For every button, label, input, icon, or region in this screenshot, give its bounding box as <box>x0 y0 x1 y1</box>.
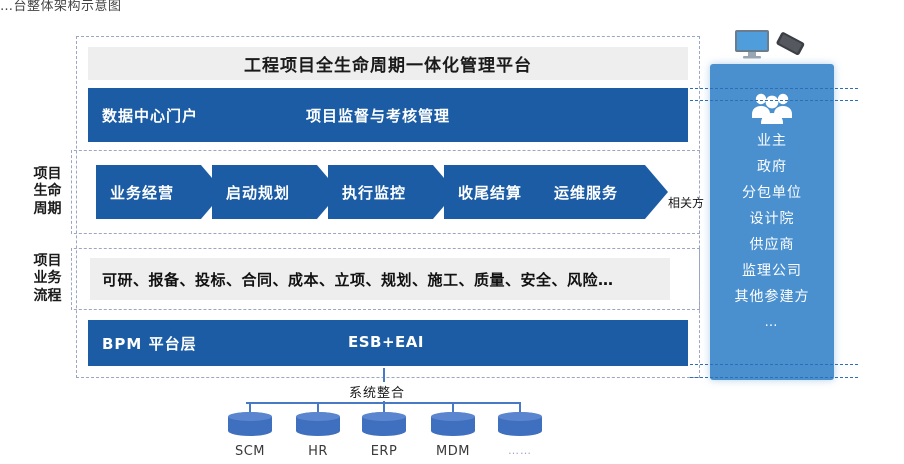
database-cylinder-icon <box>498 412 542 436</box>
lifecycle-stage-3-label: 执行监控 <box>342 183 407 202</box>
process-label-line-3: 流程 <box>33 287 62 304</box>
bpm-platform-bar: BPM 平台层 ESB+EAI <box>88 320 688 366</box>
panel-dash-line-bottom-1 <box>690 364 858 365</box>
lifecycle-label-line-2: 生命 <box>33 183 62 200</box>
database-cylinder-icon <box>431 412 475 436</box>
business-process-items-text: 可研、报备、投标、合同、成本、立项、规划、施工、质量、安全、风险… <box>102 270 614 289</box>
database-scm[interactable]: SCM <box>222 402 278 459</box>
lifecycle-stage-list: 业务经营 启动规划 执行监控 收尾结算 运维服务 <box>96 165 668 219</box>
database-erp-label: ERP <box>370 444 398 459</box>
bpm-mid-label: ESB+EAI <box>348 333 424 351</box>
stakeholder-item-4[interactable]: 设计院 <box>749 211 795 227</box>
lifecycle-label-line-1: 项目 <box>33 165 62 182</box>
monitor-and-phone-icons <box>735 30 805 59</box>
bpm-left-label: BPM 平台层 <box>102 335 197 353</box>
lifecycle-stage-2[interactable]: 启动规划 <box>212 165 340 219</box>
database-mdm[interactable]: MDM <box>425 402 481 459</box>
stakeholder-item-6[interactable]: 监理公司 <box>742 263 802 279</box>
database-cylinder-icon <box>228 412 272 436</box>
stakeholder-item-1[interactable]: 业主 <box>757 133 787 149</box>
device-icons <box>733 28 813 60</box>
stakeholder-item-3[interactable]: 分包单位 <box>742 185 802 201</box>
database-mdm-label: MDM <box>436 444 470 459</box>
portal-left-label: 数据中心门户 <box>102 106 199 125</box>
database-hr-label: HR <box>308 444 328 459</box>
db-connector <box>452 402 454 412</box>
database-erp[interactable]: ERP <box>356 402 412 459</box>
figure-caption: …台整体架构示意图 <box>0 0 122 14</box>
db-connector <box>249 402 251 412</box>
database-scm-label: SCM <box>234 444 266 459</box>
stakeholder-item-more: … <box>764 315 780 330</box>
db-connector <box>519 402 521 412</box>
stakeholder-list: 业主 政府 分包单位 设计院 供应商 监理公司 其他参建方 … <box>710 64 834 380</box>
db-connector <box>317 402 319 412</box>
database-cylinder-icon <box>362 412 406 436</box>
database-more[interactable]: …… <box>492 402 548 457</box>
portal-bar: 数据中心门户 项目监督与考核管理 <box>88 88 688 142</box>
panel-dash-line-bottom-2 <box>690 377 858 378</box>
stakeholder-item-5[interactable]: 供应商 <box>749 237 795 253</box>
lifecycle-stage-3[interactable]: 执行监控 <box>328 165 456 219</box>
related-party-label: 相关方 <box>668 196 705 210</box>
system-integration-label: 系统整合 <box>347 382 408 401</box>
stakeholder-item-7[interactable]: 其他参建方 <box>734 289 810 305</box>
lifecycle-stage-1-label: 业务经营 <box>110 183 175 202</box>
stakeholder-item-2[interactable]: 政府 <box>757 159 787 175</box>
business-process-row-label: 项目 业务 流程 <box>24 248 72 310</box>
lifecycle-row-label: 项目 生命 周期 <box>24 150 72 234</box>
lifecycle-label-line-3: 周期 <box>33 200 62 217</box>
db-connector <box>383 402 385 412</box>
lifecycle-stage-2-label: 启动规划 <box>226 183 291 202</box>
business-process-items: 可研、报备、投标、合同、成本、立项、规划、施工、质量、安全、风险… <box>90 258 670 300</box>
platform-title: 工程项目全生命周期一体化管理平台 <box>88 47 688 80</box>
panel-dash-line-top-2 <box>690 100 858 101</box>
process-label-line-1: 项目 <box>33 252 62 269</box>
lifecycle-stage-5-label: 运维服务 <box>554 183 619 202</box>
people-group-icon <box>752 93 792 124</box>
database-cylinder-icon <box>296 412 340 436</box>
panel-dash-line-top-1 <box>690 88 858 89</box>
database-more-label: …… <box>508 444 532 457</box>
process-label-line-2: 业务 <box>33 270 62 287</box>
database-hr[interactable]: HR <box>290 402 346 459</box>
portal-mid-label: 项目监督与考核管理 <box>306 106 451 125</box>
lifecycle-stage-5[interactable]: 运维服务 <box>540 165 668 219</box>
lifecycle-stage-4-label: 收尾结算 <box>458 183 523 202</box>
lifecycle-stage-1[interactable]: 业务经营 <box>96 165 224 219</box>
